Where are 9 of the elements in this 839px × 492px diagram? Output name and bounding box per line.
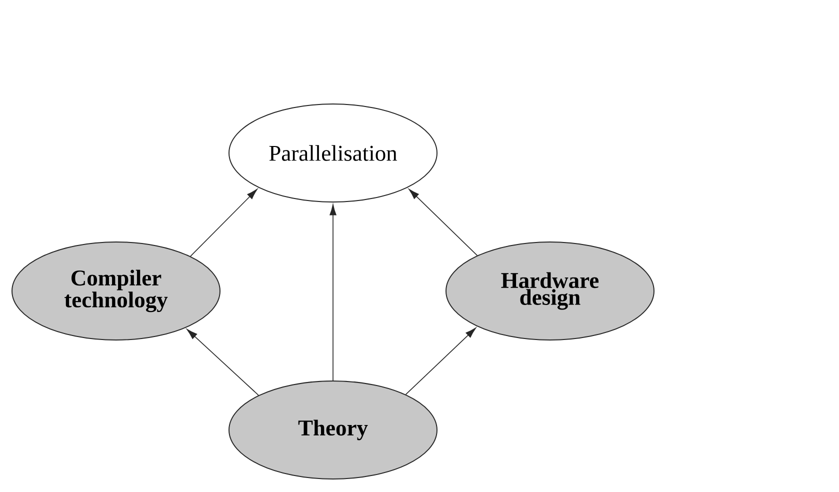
arrow (405, 328, 476, 395)
ellipse-node: Theory (228, 380, 438, 480)
ellipse-node: Hardware design (446, 242, 654, 340)
arrow (186, 329, 259, 396)
ellipse-node: Compiler technology (12, 242, 220, 340)
arrow (190, 188, 258, 257)
ellipse-node: Parallelisation (228, 104, 438, 202)
arrow (330, 204, 336, 381)
arrow (408, 188, 478, 256)
